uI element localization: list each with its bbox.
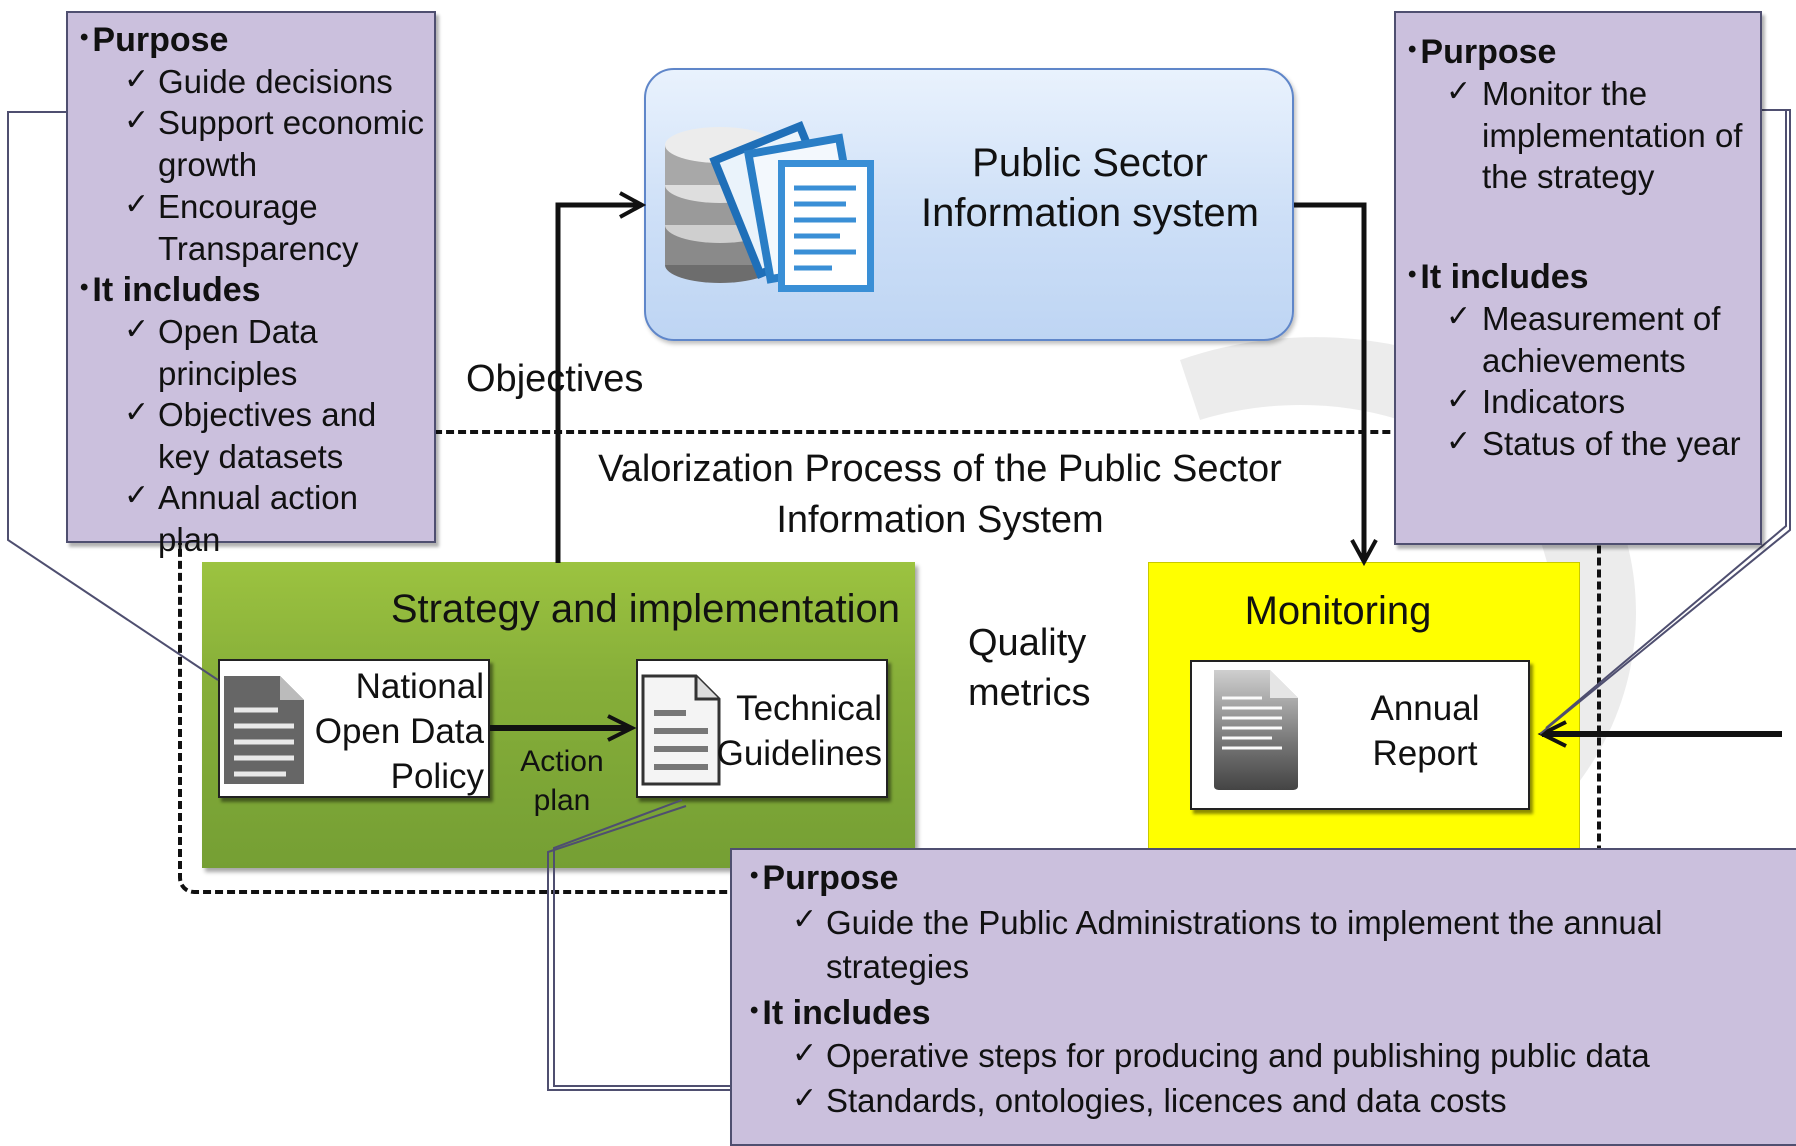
check-icon: ✓ bbox=[1446, 383, 1472, 416]
psi-system-title: Public Sector Information system bbox=[921, 141, 1259, 235]
check-icon: ✓ bbox=[792, 903, 818, 936]
technical-guidelines-label: Technical Guidelines bbox=[716, 689, 882, 773]
policy-includes-heading: •It includes bbox=[80, 271, 261, 309]
guidelines-purpose-item: Guide the Public Administrations to impl… bbox=[826, 904, 1663, 985]
guidelines-purpose-heading: •Purpose bbox=[750, 859, 899, 897]
check-icon: ✓ bbox=[124, 396, 150, 429]
national-open-data-policy-label: National Open Data Policy bbox=[314, 667, 484, 796]
policy-document-icon bbox=[224, 676, 304, 784]
guidelines-includes-heading: •It includes bbox=[750, 994, 931, 1032]
policy-callout bbox=[66, 11, 436, 543]
action-plan-label: Action plan bbox=[520, 745, 604, 817]
check-icon: ✓ bbox=[792, 1082, 818, 1115]
policy-purpose-item: Guide decisions bbox=[158, 63, 393, 100]
monitoring-title: Monitoring bbox=[1244, 589, 1432, 633]
check-icon: ✓ bbox=[1446, 300, 1472, 333]
policy-includes-item: Annual action plan bbox=[158, 479, 358, 558]
quality-metrics-label: Quality metrics bbox=[968, 622, 1091, 714]
report-includes-item: Indicators bbox=[1482, 383, 1626, 420]
check-icon: ✓ bbox=[1446, 75, 1472, 108]
guidelines-includes-item: Standards, ontologies, licences and data… bbox=[826, 1082, 1507, 1119]
guidelines-document-icon bbox=[641, 674, 721, 786]
check-icon: ✓ bbox=[124, 313, 150, 346]
database-documents-icon bbox=[665, 121, 874, 292]
check-icon: ✓ bbox=[124, 104, 150, 137]
guidelines-includes-item: Operative steps for producing and publis… bbox=[826, 1037, 1650, 1074]
report-includes-heading: •It includes bbox=[1408, 258, 1589, 296]
report-purpose-item: Monitor the implementation of the strate… bbox=[1482, 75, 1743, 195]
policy-purpose-item: Support economic growth bbox=[158, 104, 424, 183]
check-icon: ✓ bbox=[124, 188, 150, 221]
policy-includes-item: Objectives and key datasets bbox=[158, 396, 377, 475]
report-includes-item: Measurement of achievements bbox=[1482, 300, 1721, 379]
check-icon: ✓ bbox=[124, 479, 150, 512]
check-icon: ✓ bbox=[792, 1037, 818, 1070]
report-purpose-heading: •Purpose bbox=[1408, 33, 1557, 71]
report-includes-item: Status of the year bbox=[1482, 425, 1741, 462]
check-icon: ✓ bbox=[1446, 425, 1472, 458]
report-document-icon bbox=[1214, 670, 1298, 790]
check-icon: ✓ bbox=[124, 63, 150, 96]
policy-includes-item: Open Data principles bbox=[158, 313, 318, 392]
strategy-implementation-title: Strategy and implementation bbox=[390, 587, 900, 631]
guidelines-callout bbox=[730, 848, 1796, 1146]
report-callout bbox=[1394, 11, 1762, 545]
policy-purpose-heading: •Purpose bbox=[80, 21, 229, 59]
objectives-label: Objectives bbox=[466, 358, 644, 400]
annual-report-label: Annual Report bbox=[1370, 689, 1480, 773]
policy-purpose-item: Encourage Transparency bbox=[158, 188, 359, 267]
valorization-process-title: Valorization Process of the Public Secto… bbox=[598, 448, 1282, 541]
